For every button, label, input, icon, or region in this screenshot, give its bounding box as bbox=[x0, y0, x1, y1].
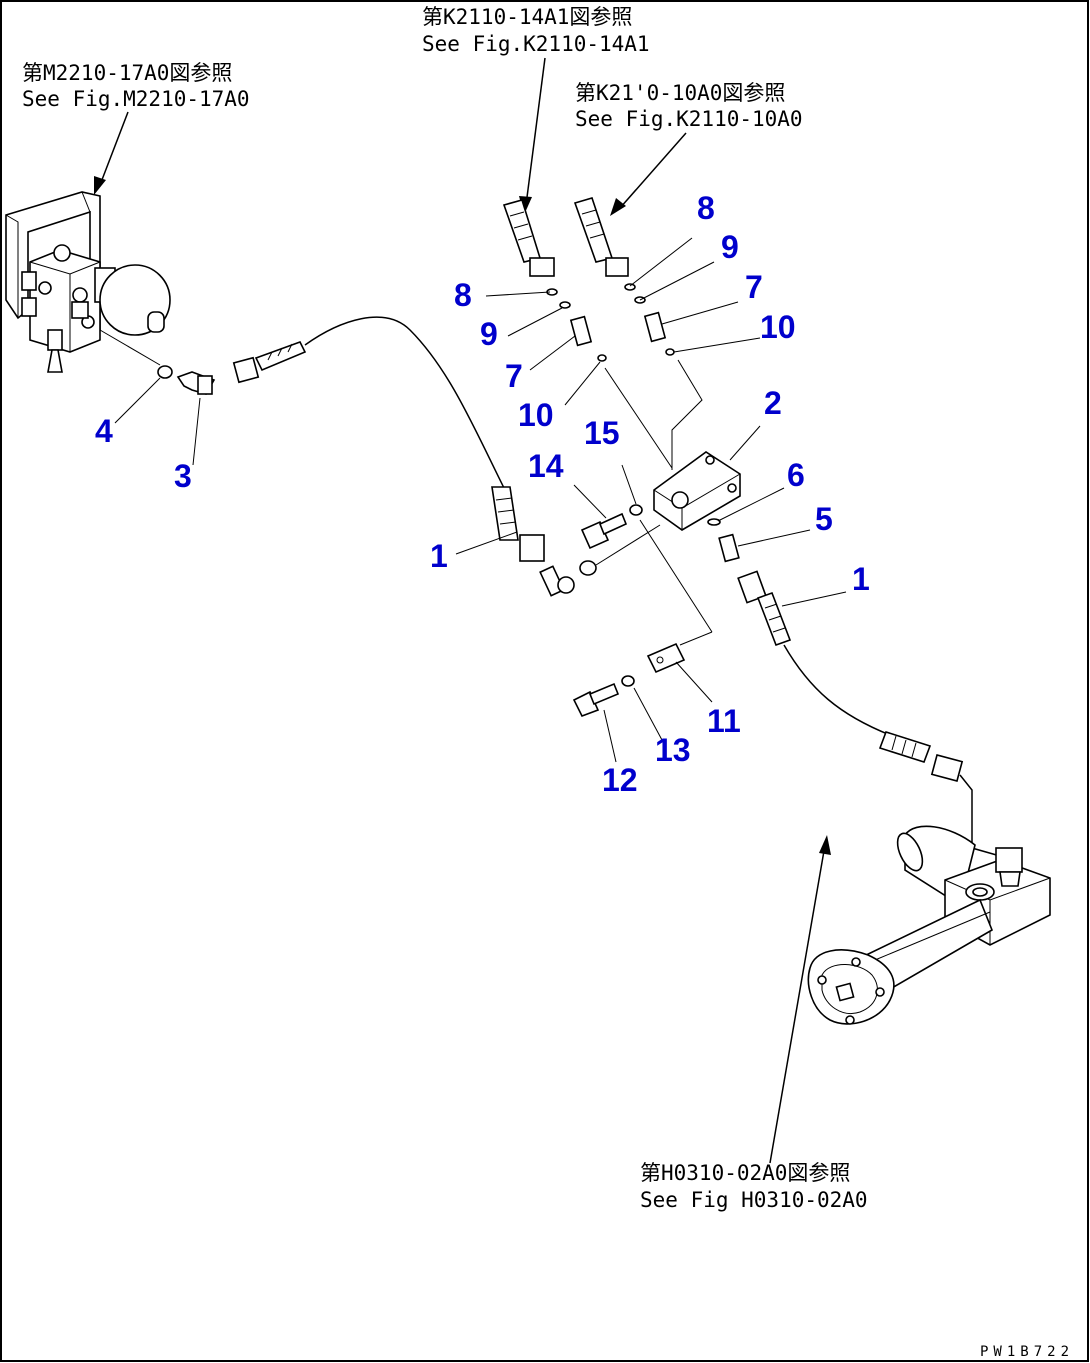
plug bbox=[579, 560, 597, 576]
callout-15: 15 bbox=[584, 415, 620, 451]
hose-top-right bbox=[573, 197, 629, 277]
part-13-washer bbox=[621, 675, 635, 687]
reference-k2110-10a0-jp: 第K21'0-10A0図参照 bbox=[575, 81, 785, 105]
reference-h0310-en: See Fig H0310-02A0 bbox=[640, 1188, 868, 1212]
callout-12: 12 bbox=[602, 762, 638, 798]
part-3-elbow bbox=[176, 371, 216, 395]
reference-h0310-jp: 第H0310-02A0図参照 bbox=[640, 1161, 850, 1185]
callout-11: 11 bbox=[707, 703, 741, 739]
reference-m2210-en: See Fig.M2210-17A0 bbox=[22, 87, 250, 111]
callout-1-left: 1 bbox=[430, 538, 448, 574]
part-2-block bbox=[653, 451, 741, 531]
callout-8-right: 8 bbox=[697, 190, 715, 226]
reference-k2110-14a1: 第K2110-14A1図参照 See Fig.K2110-14A1 bbox=[422, 5, 650, 56]
brake-valve-assembly bbox=[5, 191, 171, 373]
callout-2: 2 bbox=[764, 385, 782, 421]
callout-9-left: 9 bbox=[480, 316, 498, 352]
callout-7-right: 7 bbox=[745, 269, 763, 305]
callout-10-left: 10 bbox=[518, 397, 554, 433]
reference-k2110-14a1-jp: 第K2110-14A1図参照 bbox=[422, 5, 632, 29]
seal-parts-left bbox=[546, 288, 607, 362]
reference-k2110-10a0-en: See Fig.K2110-10A0 bbox=[575, 107, 803, 131]
callout-7-left: 7 bbox=[505, 358, 523, 394]
seal-parts-right bbox=[624, 283, 675, 356]
reference-m2210: 第M2210-17A0図参照 See Fig.M2210-17A0 bbox=[22, 61, 250, 111]
part-1-hose-left bbox=[232, 316, 575, 597]
callout-13: 13 bbox=[655, 732, 691, 768]
assembly-lines bbox=[604, 359, 713, 646]
callout-1-right: 1 bbox=[852, 561, 870, 597]
callout-6: 6 bbox=[787, 457, 805, 493]
part-12-bolt bbox=[572, 682, 620, 718]
part-6-o-ring bbox=[707, 518, 721, 526]
part-11-clamp bbox=[646, 642, 686, 674]
reference-k2110-14a1-en: See Fig.K2110-14A1 bbox=[422, 32, 650, 56]
figure-code: PW1B722 bbox=[980, 1344, 1074, 1360]
reference-m2210-jp: 第M2210-17A0図参照 bbox=[22, 61, 232, 85]
callout-10-right: 10 bbox=[760, 309, 796, 345]
callout-4: 4 bbox=[95, 413, 113, 449]
part-5-connector bbox=[718, 533, 740, 563]
leader-lines bbox=[114, 237, 847, 763]
callout-9-right: 9 bbox=[721, 229, 739, 265]
part-1-hose-right bbox=[737, 570, 1001, 857]
callout-5: 5 bbox=[815, 501, 833, 537]
reference-h0310: 第H0310-02A0図参照 See Fig H0310-02A0 bbox=[640, 1161, 868, 1212]
part-14-bolt bbox=[580, 512, 628, 550]
part-4-o-ring bbox=[157, 365, 173, 379]
callouts: 4 3 1 8 9 7 10 8 9 7 10 2 15 14 6 5 1 11… bbox=[95, 190, 870, 798]
cylinder-assembly bbox=[807, 825, 1051, 1025]
part-15-washer bbox=[629, 504, 643, 516]
reference-k2110-10a0: 第K21'0-10A0図参照 See Fig.K2110-10A0 bbox=[575, 81, 803, 131]
callout-8-left: 8 bbox=[454, 277, 472, 313]
reference-arrows bbox=[94, 57, 831, 1164]
callout-3: 3 bbox=[174, 458, 192, 494]
hose-top-left bbox=[502, 199, 555, 277]
callout-14: 14 bbox=[528, 448, 564, 484]
